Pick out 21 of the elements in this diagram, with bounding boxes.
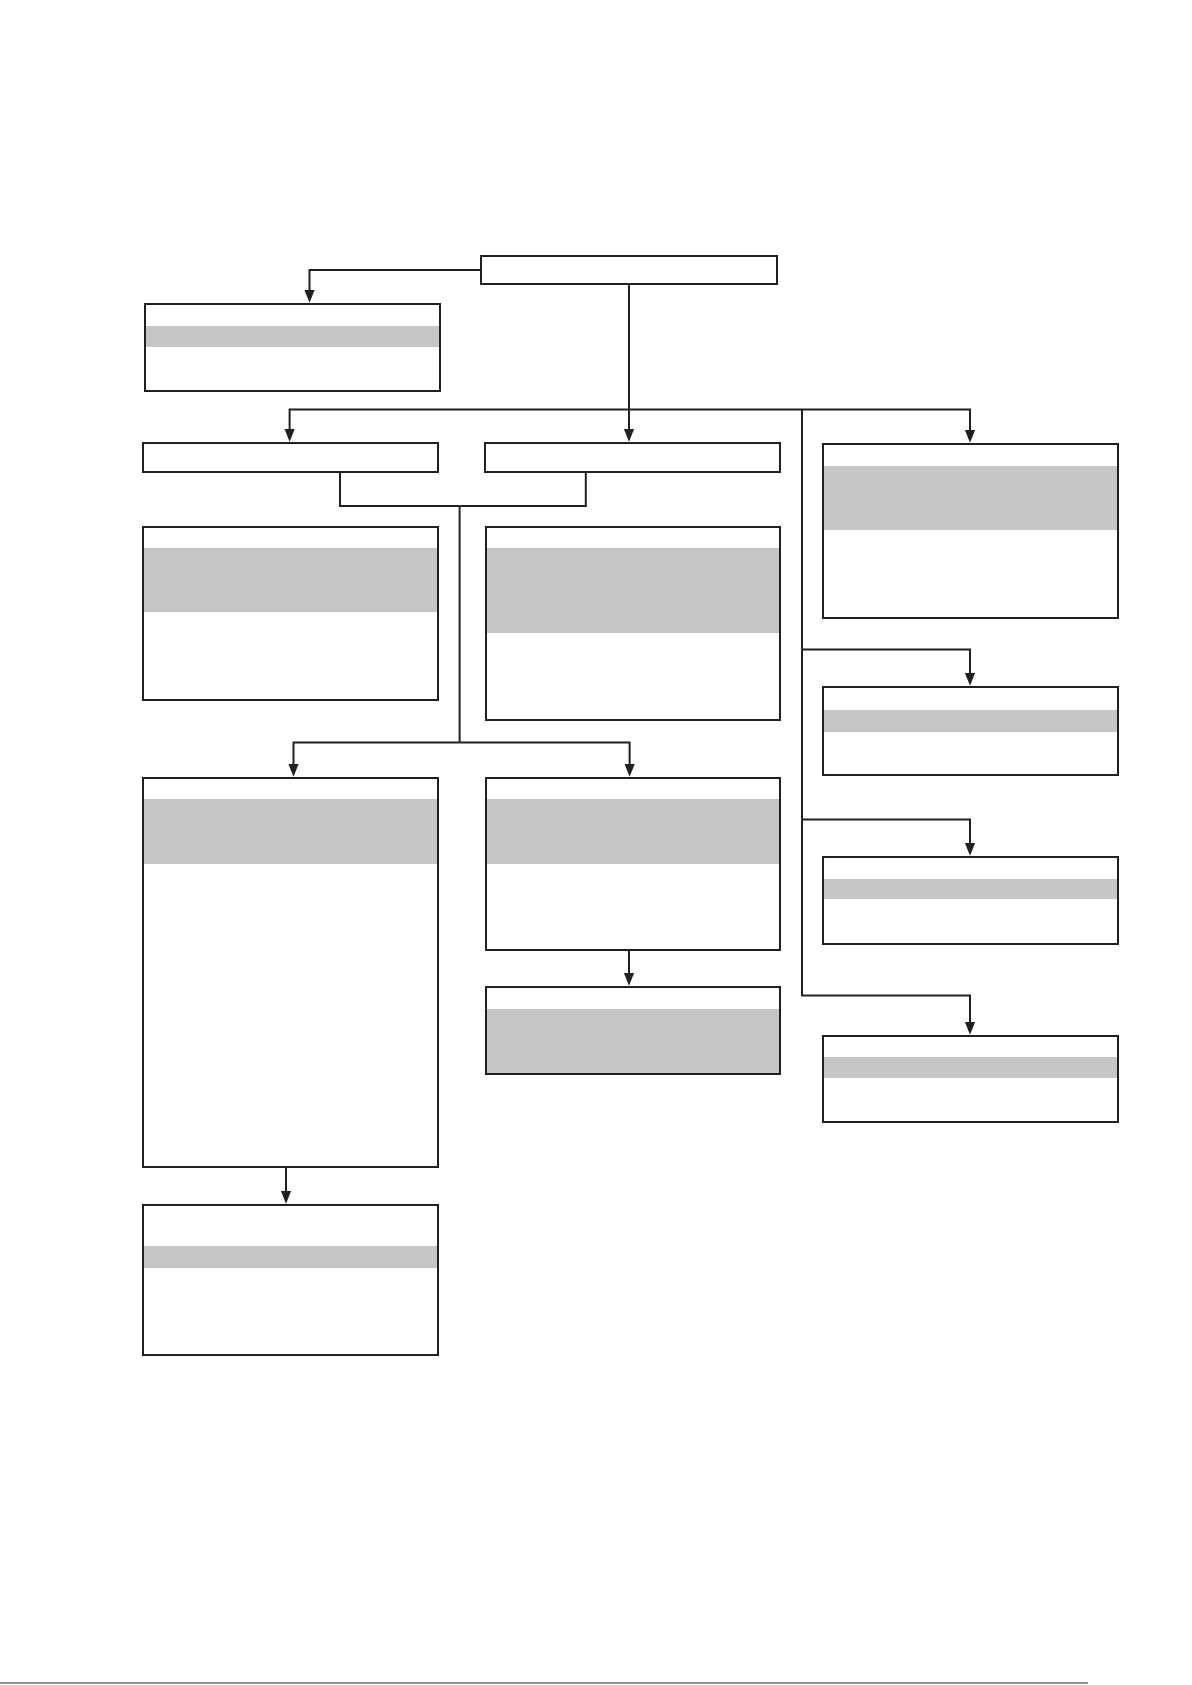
- connector-line: [458, 505, 461, 744]
- process-box: [142, 777, 439, 1168]
- process-box: [485, 986, 781, 1075]
- connector-line: [458, 472, 587, 507]
- connector-line: [339, 472, 461, 507]
- process-box: [142, 1204, 439, 1356]
- process-box: [822, 856, 1119, 945]
- connector-line: [801, 648, 803, 821]
- process-box: [142, 526, 439, 701]
- process-box: [480, 255, 778, 285]
- process-box: [822, 443, 1119, 619]
- process-box: [484, 442, 781, 473]
- process-box: [144, 303, 441, 392]
- connector-line: [628, 408, 803, 411]
- process-box: [142, 442, 439, 473]
- connector-line: [801, 408, 803, 651]
- process-box: [485, 526, 781, 721]
- process-box: [822, 686, 1119, 776]
- process-box: [485, 777, 781, 951]
- connector-line: [628, 284, 630, 411]
- process-box: [822, 1035, 1119, 1123]
